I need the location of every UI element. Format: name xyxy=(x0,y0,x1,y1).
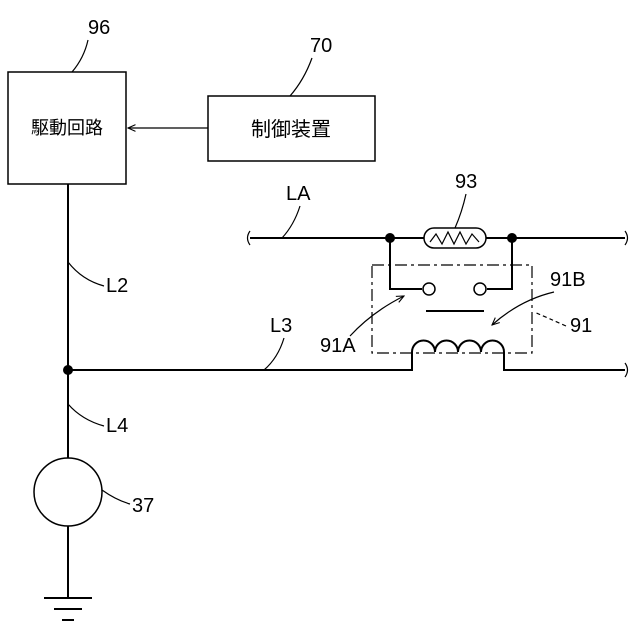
thermistor-leader xyxy=(455,194,466,228)
drive-circuit-label: 駆動回路 xyxy=(31,118,103,138)
line-l3-leader xyxy=(264,338,284,370)
relay-contact-left-terminal xyxy=(423,283,435,295)
component-37-ref: 37 xyxy=(132,495,154,517)
line-l4-label: L4 xyxy=(106,415,128,437)
relay-contact-ref: 91A xyxy=(320,335,356,357)
relay-leader xyxy=(534,312,566,326)
line-la-left-break xyxy=(248,231,251,245)
relay-enclosure xyxy=(372,265,532,353)
line-l2-label: L2 xyxy=(106,275,128,297)
drive-circuit-ref: 96 xyxy=(88,17,110,39)
relay-coil-ref: 91B xyxy=(550,269,586,291)
control-device-leader xyxy=(290,58,312,96)
control-device-label: 制御装置 xyxy=(251,118,331,141)
line-l3-wire xyxy=(68,352,412,370)
thermistor-ref: 93 xyxy=(455,171,477,193)
line-l2-leader xyxy=(68,262,104,286)
line-la-right-break xyxy=(625,231,628,245)
line-la-leader xyxy=(282,206,300,238)
relay-ref: 91 xyxy=(570,315,592,337)
line-la-label: LA xyxy=(286,183,311,205)
line-l3-label: L3 xyxy=(270,315,292,337)
relay-contact-left-wire xyxy=(390,238,422,289)
component-37-circle xyxy=(34,458,102,526)
relay-contact-right-terminal xyxy=(474,283,486,295)
relay-contact-right-wire xyxy=(487,238,512,289)
relay-coil-arrow xyxy=(492,292,554,325)
component-37-leader xyxy=(102,490,130,504)
line-l4-leader xyxy=(68,404,104,426)
relay-coil xyxy=(412,341,504,353)
line-l3-right-wire xyxy=(504,352,625,370)
drive-circuit-leader xyxy=(72,40,88,72)
control-device-ref: 70 xyxy=(310,35,332,57)
line-l3-right-break xyxy=(625,363,628,377)
ground-symbol xyxy=(44,598,92,620)
relay-contact-arrow xyxy=(350,296,404,336)
